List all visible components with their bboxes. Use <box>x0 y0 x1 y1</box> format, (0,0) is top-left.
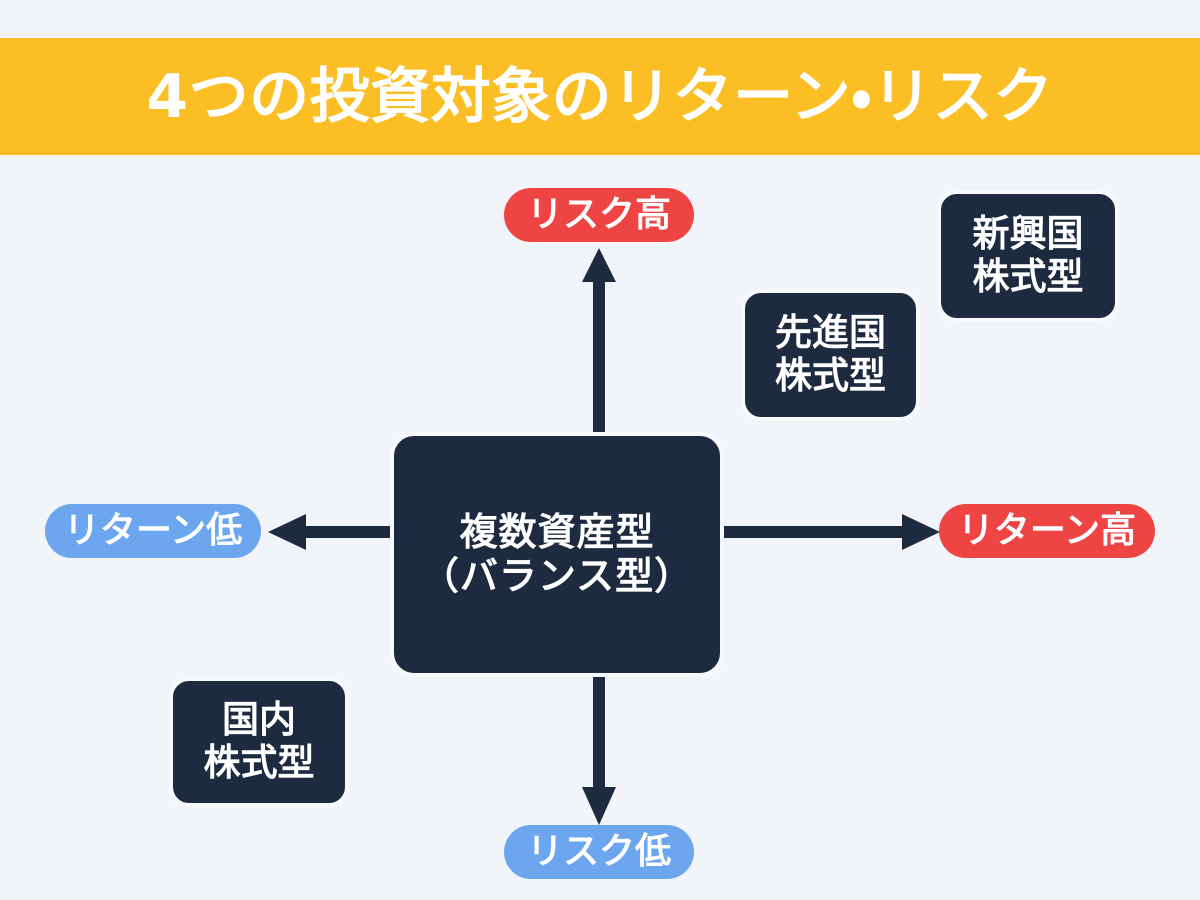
arrow-up-icon <box>578 248 620 434</box>
arrow-down-icon <box>578 675 620 825</box>
page-title: 4つの投資対象のリターン・リスク <box>146 61 1054 132</box>
asset-box-multi-asset-line1: 複数資産型 <box>459 509 655 554</box>
asset-box-developed-equity-line1: 先進国 <box>775 311 886 355</box>
badge-risk-high-label: リスク高 <box>526 194 671 235</box>
title-banner: 4つの投資対象のリターン・リスク <box>0 38 1200 155</box>
asset-box-emerging-equity: 新興国 株式型 <box>937 190 1119 322</box>
asset-box-multi-asset: 複数資産型 （バランス型） <box>390 432 724 677</box>
asset-box-domestic-equity-line2: 株式型 <box>203 741 315 784</box>
arrow-right-icon <box>722 511 940 553</box>
badge-risk-high: リスク高 <box>504 188 694 242</box>
badge-return-low-label: リターン低 <box>63 510 243 551</box>
asset-box-emerging-equity-line1: 新興国 <box>972 212 1084 256</box>
badge-return-low: リターン低 <box>45 504 261 558</box>
asset-box-multi-asset-line2: （バランス型） <box>420 553 694 598</box>
asset-box-domestic-equity-line1: 国内 <box>222 698 296 742</box>
badge-return-high: リターン高 <box>939 504 1155 558</box>
asset-box-domestic-equity: 国内 株式型 <box>169 677 349 807</box>
asset-box-developed-equity: 先進国 株式型 <box>741 289 920 421</box>
badge-risk-low: リスク低 <box>504 825 694 879</box>
asset-box-emerging-equity-line2: 株式型 <box>972 255 1084 298</box>
badge-risk-low-label: リスク低 <box>526 831 671 872</box>
arrow-left-icon <box>268 511 392 553</box>
asset-box-developed-equity-line2: 株式型 <box>775 354 886 397</box>
badge-return-high-label: リターン高 <box>957 510 1137 551</box>
